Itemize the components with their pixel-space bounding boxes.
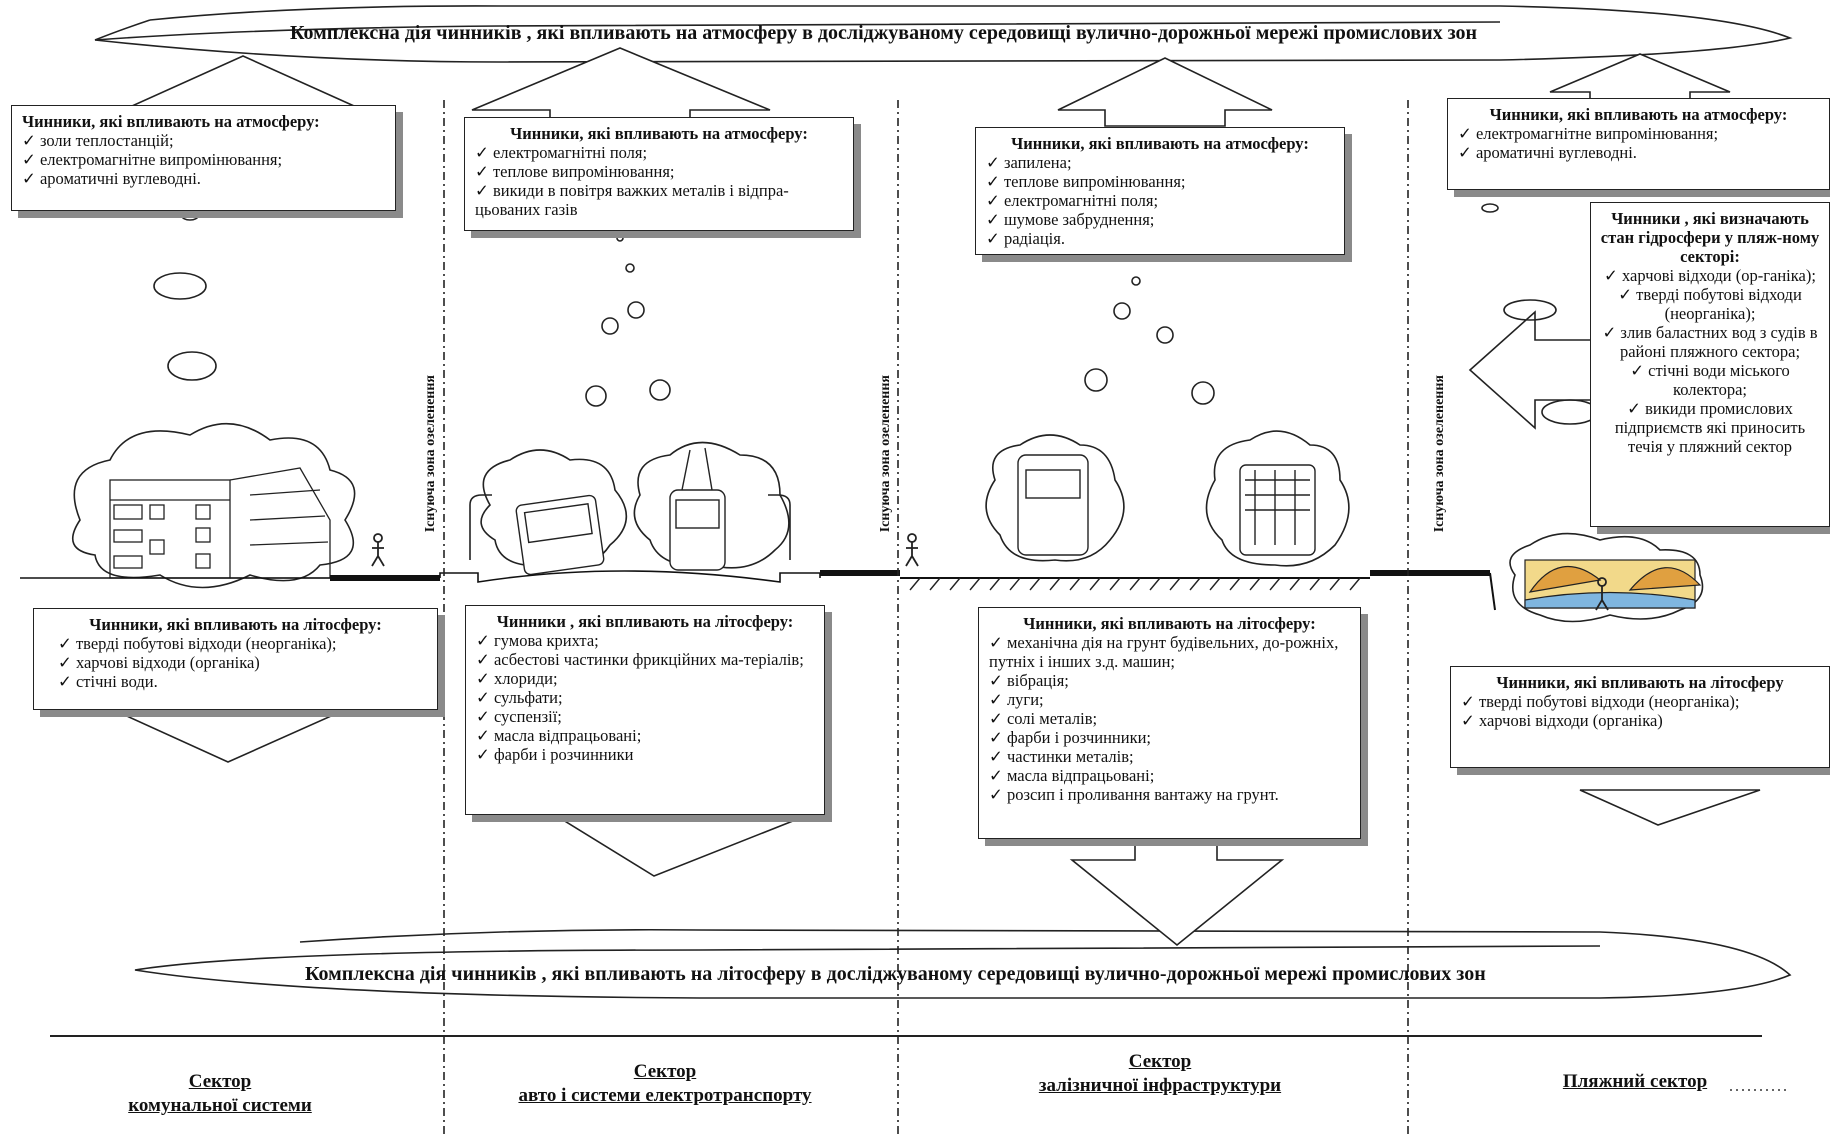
litho-box-rail: Чинники, які впливають на літосферу: мех… <box>978 607 1361 839</box>
sector-label-communal: Сектор комунальної системи <box>80 1070 360 1118</box>
list-item: масла відпрацьовані; <box>476 726 814 745</box>
list-item: масла відпрацьовані; <box>989 766 1350 785</box>
hydro-arrow <box>1468 310 1601 430</box>
list-item: злив баластних вод з судів в районі пляж… <box>1597 323 1823 361</box>
sector-word: Сектор <box>633 1061 697 1082</box>
litho-box-title: Чинники , які впливають на літосферу: <box>496 612 794 631</box>
list-item: радіація. <box>986 229 1334 248</box>
building-sketch <box>109 467 331 579</box>
banner-lithosphere: Комплексна дія чинників , які впливають … <box>305 963 1486 985</box>
list-item: шумове забруднення; <box>986 210 1334 229</box>
list-item: електромагнітні поля; <box>986 191 1334 210</box>
list-item: солі металів; <box>989 709 1350 728</box>
list-item: ароматичні вуглеводні. <box>22 169 385 188</box>
list-item: стічні води. <box>58 672 427 691</box>
atmo-box-title: Чинники, які впливають на атмосферу: <box>1011 134 1309 153</box>
list-item: харчові відходи (органіка) <box>58 653 427 672</box>
sector-label-rail: Сектор залізничної інфраструктури <box>1010 1050 1310 1098</box>
list-item: розсип і проливання вантажу на грунт. <box>989 785 1350 804</box>
sector-word: Сектор <box>188 1071 252 1092</box>
list-item: фарби і розчинники; <box>989 728 1350 747</box>
down-arrows <box>117 709 1761 947</box>
list-item: тверді побутові відходи (неорганіка); <box>58 634 427 653</box>
list-item: запилена; <box>986 153 1334 172</box>
rail-hatching <box>909 577 1361 591</box>
atmo-box-rail: Чинники, які впливають на атмосферу: зап… <box>975 127 1345 255</box>
vehicles <box>515 447 1316 576</box>
list-item: луги; <box>989 690 1350 709</box>
list-item: харчові відходи (органіка) <box>1461 711 1819 730</box>
banner-atmosphere: Комплексна дія чинників , які впливають … <box>290 22 1478 44</box>
atmo-box-title: Чинники, які впливають на атмосферу: <box>1489 105 1788 124</box>
green-zone-label: Існуюча зона озеленення <box>423 375 438 533</box>
list-item: хлориди; <box>476 669 814 688</box>
sector-name: комунальної системи <box>128 1095 312 1116</box>
list-item: суспензії; <box>476 707 814 726</box>
list-item: сульфати; <box>476 688 814 707</box>
sector-label-auto: Сектор авто і системи електротранспорту <box>480 1060 850 1108</box>
atmo-box-title: Чинники, які впливають на атмосферу: <box>22 112 320 131</box>
up-arrows <box>122 47 1731 127</box>
list-item: стічні води міського колектора; <box>1597 361 1823 399</box>
list-item: золи теплостанцій; <box>22 131 385 150</box>
list-item: електромагнітне випромінювання; <box>1458 124 1819 143</box>
list-item: електромагнітне випромінювання; <box>22 150 385 169</box>
list-item: гумова крихта; <box>476 631 814 650</box>
atmo-box-communal: Чинники, які впливають на атмосферу: зол… <box>11 105 396 211</box>
list-item: фарби і розчинники <box>476 745 814 764</box>
list-item: теплове випромінювання; <box>986 172 1334 191</box>
list-item: механічна дія на грунт будівельних, до-р… <box>989 633 1350 671</box>
list-item: частинки металів; <box>989 747 1350 766</box>
hydro-box-title: Чинники , які визначають стан гідросфери… <box>1600 209 1820 266</box>
hydro-box-beach: Чинники , які визначають стан гідросфери… <box>1590 202 1830 527</box>
sector-name: авто і системи електротранспорту <box>518 1085 812 1106</box>
litho-box-title: Чинники, які впливають на літосферу: <box>89 615 382 634</box>
atmo-box-auto: Чинники, які впливають на атмосферу: еле… <box>464 117 854 231</box>
sector-name: залізничної інфраструктури <box>1038 1075 1282 1096</box>
green-zone-label: Існуюча зона озеленення <box>1432 375 1447 533</box>
bubbles <box>153 203 1599 425</box>
list-item: тверді побутові відходи (неорганіка); <box>1461 692 1819 711</box>
sector-separators <box>443 100 1409 1138</box>
street-lamps <box>469 494 791 560</box>
list-item: теплове випромінювання; <box>475 162 843 181</box>
top-banner-shape <box>94 5 1793 63</box>
litho-box-title: Чинники, які впливають на літосферу <box>1496 673 1784 692</box>
list-item: вібрація; <box>989 671 1350 690</box>
litho-box-auto: Чинники , які впливають на літосферу: гу… <box>465 605 825 815</box>
green-zone-label: Існуюча зона озеленення <box>878 375 893 533</box>
sector-label-beach: Пляжний сектор <box>1530 1070 1740 1094</box>
beach-scene <box>1524 559 1702 609</box>
atmo-box-title: Чинники, які впливають на атмосферу: <box>510 124 808 143</box>
litho-box-title: Чинники, які впливають на літосферу: <box>1023 614 1316 633</box>
list-item: ароматичні вуглеводні. <box>1458 143 1819 162</box>
sector-word: Сектор <box>1128 1051 1192 1072</box>
pedestrians <box>371 533 1609 611</box>
list-item: харчові відходи (ор-ганіка); <box>1597 266 1823 285</box>
litho-box-beach: Чинники, які впливають на літосферу твер… <box>1450 666 1830 768</box>
list-item: викиди в повітря важких металів і відпра… <box>475 181 843 219</box>
bottom-banner-shape <box>134 928 1792 999</box>
list-item: асбестові частинки фрикційних ма-теріалі… <box>476 650 814 669</box>
list-item: викиди промислових підприємств які прино… <box>1597 399 1823 456</box>
sector-name: Пляжний сектор <box>1562 1071 1708 1092</box>
list-item: електромагнітні поля; <box>475 143 843 162</box>
ground-line <box>20 570 1496 611</box>
atmo-box-beach: Чинники, які впливають на атмосферу: еле… <box>1447 98 1830 190</box>
list-item: тверді побутові відходи (неорганіка); <box>1597 285 1823 323</box>
litho-box-communal: Чинники, які впливають на літосферу: тве… <box>33 608 438 710</box>
